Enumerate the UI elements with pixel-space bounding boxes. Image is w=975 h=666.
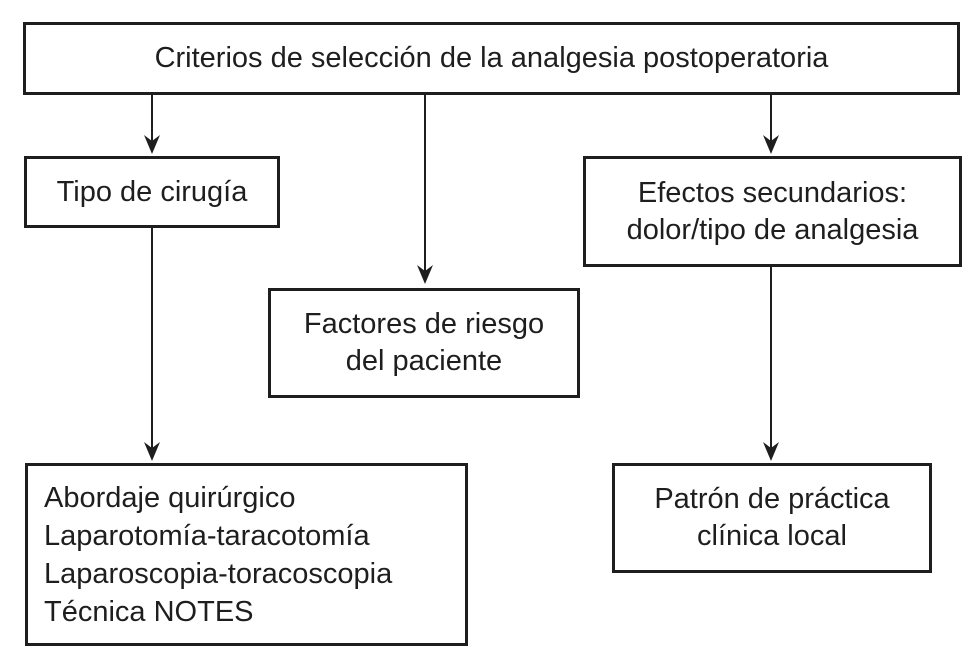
arrow-criterios-to-efectos-secundarios bbox=[763, 95, 779, 154]
node-tipo-de-cirugia-label: Tipo de cirugía bbox=[56, 175, 248, 208]
node-factores-de-riesgo-label: Factores de riesgo del paciente bbox=[303, 308, 545, 377]
abordaje-line-2: Laparotomía-taracotomía bbox=[44, 519, 370, 552]
arrow-criterios-to-tipo-cirugia bbox=[144, 95, 160, 154]
node-abordaje-quirurgico: Abordaje quirúrgico Laparotomía-taracoto… bbox=[25, 463, 468, 646]
arrow-efectos-to-patron bbox=[763, 265, 779, 461]
node-efectos-secundarios: Efectos secundarios: dolor/tipo de analg… bbox=[583, 156, 962, 267]
arrow-tipo-cirugia-to-abordaje bbox=[144, 226, 160, 461]
arrow-criterios-to-factores-riesgo bbox=[417, 95, 433, 284]
node-tipo-de-cirugia: Tipo de cirugía bbox=[24, 156, 280, 228]
node-efectos-secundarios-label: Efectos secundarios: dolor/tipo de analg… bbox=[626, 176, 919, 246]
abordaje-line-3: Laparoscopia-toracoscopia bbox=[44, 557, 393, 590]
node-patron-practica-clinica-label: Patrón de práctica clínica local bbox=[654, 483, 890, 552]
node-criterios: Criterios de selección de la analgesia p… bbox=[23, 22, 960, 95]
abordaje-line-4: Técnica NOTES bbox=[44, 595, 254, 628]
node-patron-practica-clinica: Patrón de práctica clínica local bbox=[612, 463, 932, 573]
node-factores-de-riesgo: Factores de riesgo del paciente bbox=[268, 288, 580, 398]
abordaje-line-1: Abordaje quirúrgico bbox=[44, 481, 296, 514]
node-criterios-label: Criterios de selección de la analgesia p… bbox=[154, 42, 829, 75]
